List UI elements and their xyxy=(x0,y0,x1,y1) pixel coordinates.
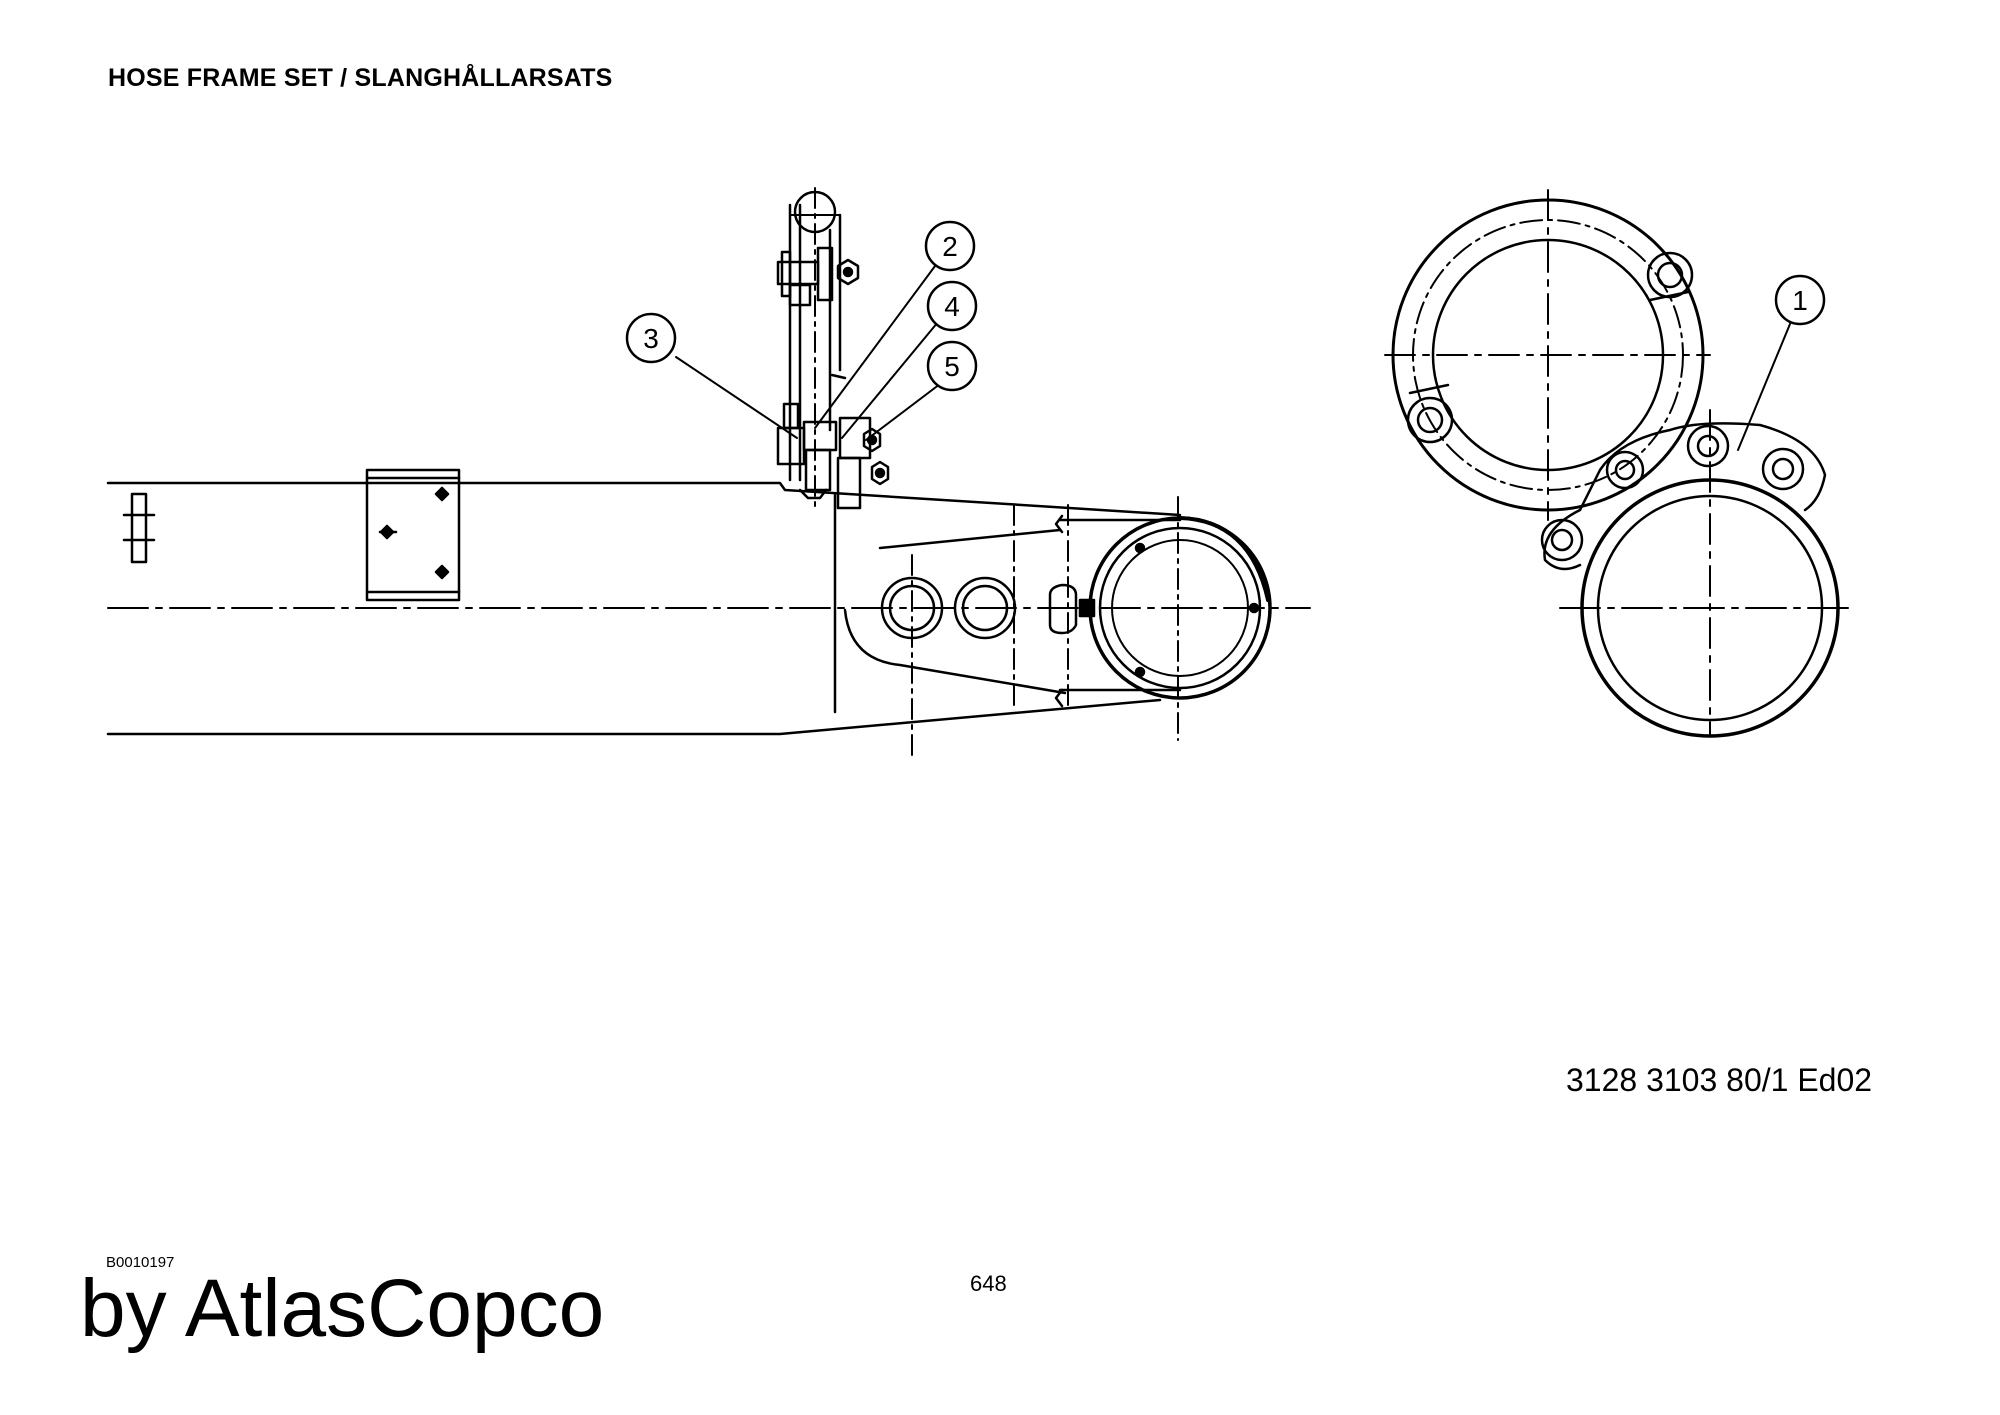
fork-arm xyxy=(843,608,1067,695)
hose-frame-bracket xyxy=(776,187,890,511)
callout-4-label: 4 xyxy=(944,291,960,322)
page-number: 648 xyxy=(970,1271,1007,1296)
callout-1: 1 xyxy=(1774,274,1826,326)
callout-2-label: 2 xyxy=(942,231,958,262)
end-ring-clamp xyxy=(1088,516,1272,700)
leader-lines-side xyxy=(675,261,941,441)
brand-logo-text: by AtlasCopco xyxy=(80,1263,605,1354)
callout-1-label: 1 xyxy=(1792,285,1808,316)
callout-2: 2 xyxy=(924,220,976,272)
leader-line-1 xyxy=(1737,323,1791,451)
image-id: B0010197 xyxy=(106,1254,175,1271)
callout-4: 4 xyxy=(926,280,978,332)
callout-3: 3 xyxy=(625,312,677,364)
side-view xyxy=(106,187,1311,756)
boom-top-edge xyxy=(106,481,1182,517)
callout-5-label: 5 xyxy=(944,351,960,382)
callout-5: 5 xyxy=(926,340,978,392)
end-view xyxy=(1384,189,1856,738)
hose-pair xyxy=(880,576,1096,640)
page-title: HOSE FRAME SET / SLANGHÅLLARSATS xyxy=(108,64,613,92)
drawing-number: 3128 3103 80/1 Ed02 xyxy=(1566,1062,1873,1098)
mounting-plate xyxy=(365,468,461,602)
boom-bottom-edge xyxy=(106,698,1162,736)
end-clamp xyxy=(122,492,156,564)
callout-3-label: 3 xyxy=(643,323,659,354)
